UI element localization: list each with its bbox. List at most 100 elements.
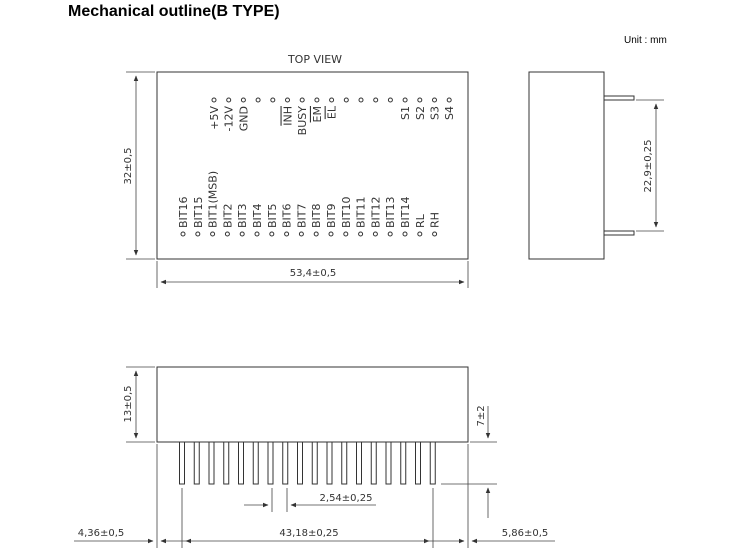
front-pin <box>356 441 362 485</box>
pin-marker-bottom <box>254 231 260 237</box>
pin-label-bit6: BIT6 <box>281 203 294 228</box>
front-pin <box>208 441 215 485</box>
front-pin <box>400 441 407 485</box>
pin-label-inh: INH <box>282 106 295 126</box>
pin-label-bit10: BIT10 <box>340 196 353 228</box>
side-view-pin-bottom <box>603 230 635 236</box>
pin-marker-top <box>358 97 364 103</box>
pin-label-5v: +5V <box>208 106 221 130</box>
pin-marker-bottom <box>402 231 408 237</box>
front-pin <box>326 441 333 485</box>
pin-marker-top <box>285 97 290 103</box>
pin-marker-bottom <box>298 231 304 237</box>
pin-label-bit15: BIT15 <box>192 196 205 228</box>
pin-marker-top <box>432 97 437 103</box>
right-offset-dim-label: 5,86±0,5 <box>502 528 549 539</box>
side-view-pin-top <box>603 95 635 101</box>
unit-label: Unit : mm <box>624 35 667 46</box>
pin-marker-bottom <box>180 231 186 237</box>
pin-label-bit16: BIT16 <box>177 196 190 228</box>
front-view-pins <box>179 441 436 485</box>
pin-label-bit3: BIT3 <box>236 203 249 228</box>
top-view-label: TOP VIEW <box>287 53 342 66</box>
pin-marker-bottom <box>269 231 275 237</box>
pin-marker-top <box>211 97 217 103</box>
pin-marker-bottom <box>328 231 334 237</box>
pin-label-bit8: BIT8 <box>310 203 323 228</box>
pin-label-bit11: BIT11 <box>355 196 368 228</box>
pin-marker-bottom <box>343 231 349 237</box>
front-pin <box>297 441 303 485</box>
pin-marker-bottom <box>239 231 245 237</box>
pin-span-dim-label: 22,9±0,25 <box>643 140 654 193</box>
pin-marker-top <box>446 97 452 103</box>
pin-label-bit9: BIT9 <box>325 203 338 228</box>
pin-marker-bottom <box>210 231 216 237</box>
pin-marker-top <box>314 97 320 103</box>
pin-length-dim-label: 7±2 <box>476 405 487 426</box>
front-pin <box>238 441 244 485</box>
width-dim-label: 53,4±0,5 <box>290 268 337 279</box>
pin-marker-bottom <box>195 231 201 237</box>
pin-marker-top <box>226 97 232 103</box>
pin-label-bit7: BIT7 <box>295 203 308 228</box>
pin-label-busy: BUSY <box>296 106 309 136</box>
pin-label-bit1-msb: BIT1(MSB) <box>207 171 220 228</box>
pin-marker-top <box>299 97 305 103</box>
pin-label-gnd: GND <box>237 106 250 131</box>
pin-marker-bottom <box>358 231 364 237</box>
pin-marker-top <box>402 97 408 103</box>
pin-label-s2: S2 <box>414 106 427 120</box>
pin-marker-bottom <box>432 231 438 237</box>
pin-marker-top <box>270 97 276 103</box>
front-height-dim-label: 13±0,5 <box>123 385 134 422</box>
height-dim-label: 32±0,5 <box>123 147 134 184</box>
pin-marker-top <box>329 97 335 103</box>
pin-label-bit2: BIT2 <box>221 203 234 228</box>
side-view-body <box>528 71 605 260</box>
pin-marker-bottom <box>313 231 319 237</box>
side-view: 22,9±0,25 <box>528 71 664 260</box>
front-pin <box>179 441 185 485</box>
front-pin <box>311 441 318 485</box>
front-pin <box>370 441 377 485</box>
pin-label-rh: RH <box>429 212 442 228</box>
front-pin <box>341 441 348 485</box>
pin-label-bit12: BIT12 <box>369 196 382 228</box>
left-offset-dim-label: 4,36±0,5 <box>78 528 125 539</box>
pin-label-em: EM <box>311 106 324 122</box>
pin-marker-bottom <box>284 231 290 237</box>
front-pin <box>267 441 274 485</box>
pitch-dim-label: 2,54±0,25 <box>320 493 373 504</box>
pin-marker-top <box>373 97 379 103</box>
pin-label-bit4: BIT4 <box>251 203 264 228</box>
front-pin <box>415 441 421 485</box>
front-pin <box>429 441 436 485</box>
pin-marker-top <box>240 97 246 103</box>
front-view-body <box>156 366 469 443</box>
front-pin <box>193 441 200 485</box>
front-pin <box>385 441 392 485</box>
pin-marker-top <box>417 97 423 103</box>
pin-label-bit13: BIT13 <box>384 196 397 228</box>
front-pin <box>252 441 259 485</box>
pin-marker-bottom <box>224 231 230 237</box>
pin-label-s1: S1 <box>399 106 412 120</box>
pin-label-bit14: BIT14 <box>399 196 412 228</box>
pin-marker-top <box>387 97 393 103</box>
pin-label-s4: S4 <box>443 106 456 120</box>
top-view-body <box>156 71 469 260</box>
front-pin <box>282 441 289 485</box>
page-title: Mechanical outline(B TYPE) <box>68 3 280 20</box>
pin-label-rl: RL <box>414 213 427 228</box>
front-view: 13±0,5 7±2 2,54±0,25 4,36±0,5 43,18±0,25… <box>74 366 555 548</box>
pin-marker-bottom <box>372 231 378 237</box>
pin-marker-top <box>255 97 261 103</box>
pin-marker-bottom <box>387 231 393 237</box>
pin-row-dim-label: 43,18±0,25 <box>279 528 338 539</box>
pin-label-bit5: BIT5 <box>266 203 279 228</box>
